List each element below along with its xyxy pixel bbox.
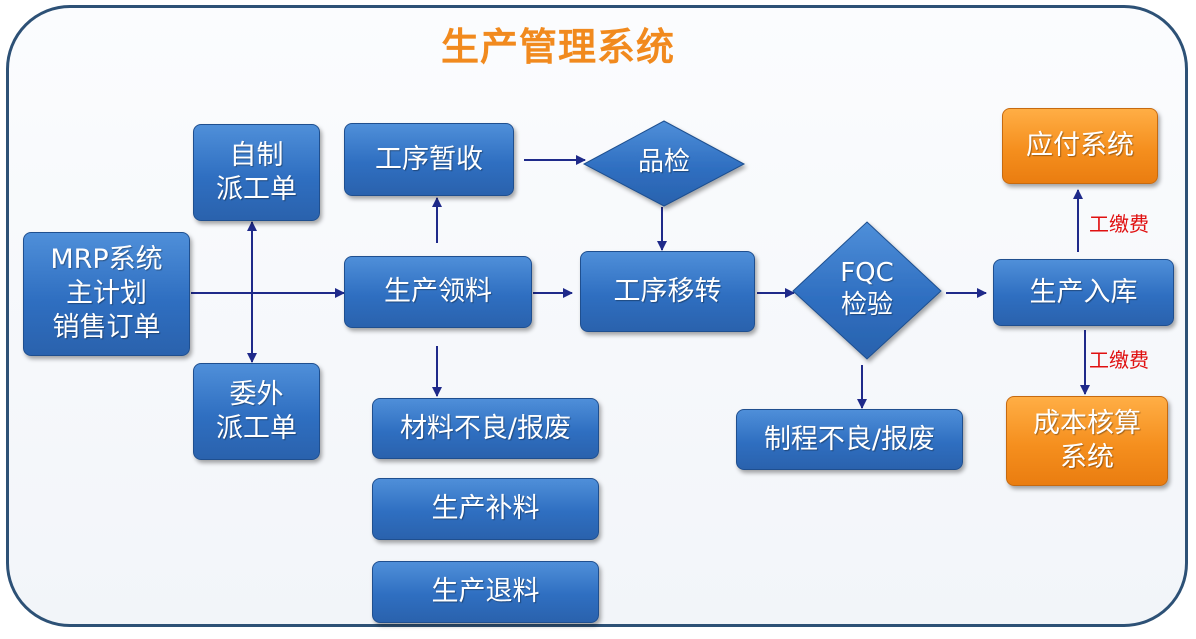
- warehousing-node: 生产入库: [993, 259, 1174, 326]
- diagram-title: 生产管理系统: [440, 25, 675, 69]
- outsource-dispatch-node: 委外 派工单: [193, 363, 320, 460]
- material-issue-node: 生产领料: [344, 256, 532, 328]
- inspection-diamond: [582, 120, 746, 207]
- return-material-node: 生产退料: [372, 561, 599, 623]
- fqc-node: FQC 检验: [840, 258, 894, 320]
- inspection-node: 品检: [637, 147, 690, 177]
- fee-label-payable: 工缴费: [1089, 212, 1149, 236]
- self-made-dispatch-node: 自制 派工单: [193, 124, 320, 221]
- fqc-diamond: [792, 221, 942, 360]
- costing-system-node: 成本核算 系统: [1006, 396, 1168, 486]
- fee-label-costing: 工缴费: [1089, 348, 1149, 372]
- process-defect-node: 制程不良/报废: [736, 409, 963, 470]
- material-defect-node: 材料不良/报废: [372, 398, 599, 459]
- mrp-node: MRP系统 主计划 销售订单: [23, 232, 190, 356]
- supplement-node: 生产补料: [372, 478, 599, 540]
- process-transfer-node: 工序移转: [580, 251, 755, 332]
- payable-system-node: 应付系统: [1002, 108, 1158, 184]
- temp-receive-node: 工序暂收: [344, 123, 514, 196]
